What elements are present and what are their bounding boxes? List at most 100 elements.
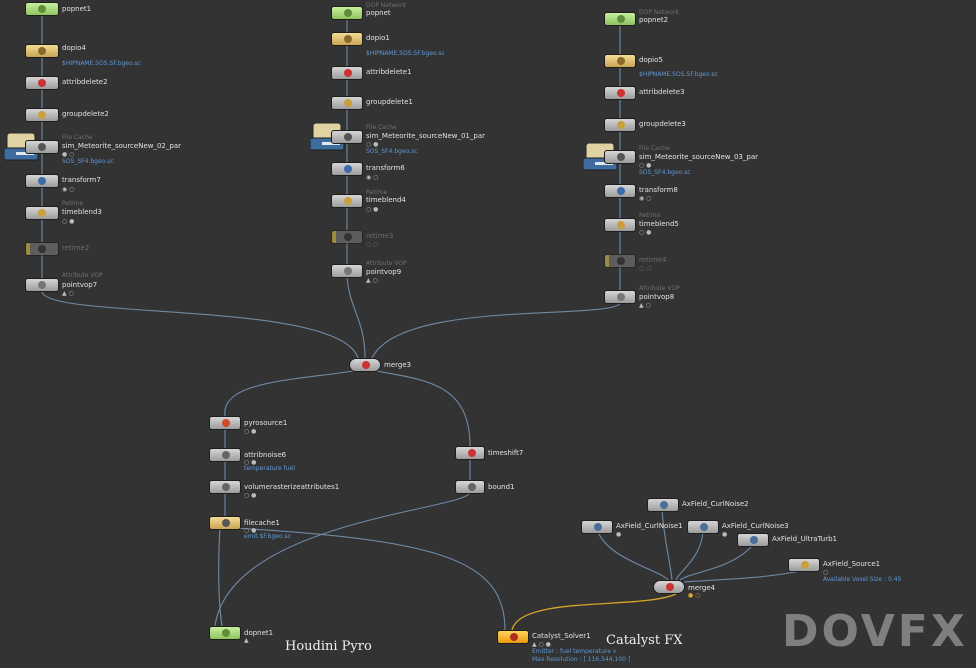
node-merge4[interactable] (653, 580, 685, 594)
node-retime3[interactable] (331, 230, 363, 244)
node-transform7[interactable] (25, 174, 59, 188)
node-label: attribdelete1 (366, 68, 412, 76)
node-dopio4[interactable] (25, 44, 59, 58)
node-label: popnet2 (639, 16, 669, 24)
node-retime2[interactable] (25, 242, 59, 256)
node-volumerasterizeattributes1[interactable] (209, 480, 241, 494)
node-label: retime2 (62, 244, 90, 252)
node-axfield-curlnoise3[interactable] (687, 520, 719, 534)
node-timeblend5[interactable] (604, 218, 636, 232)
node-type-label: Retime (639, 212, 661, 219)
node-filecache-mid[interactable] (331, 130, 363, 144)
node-timeblend4[interactable] (331, 194, 363, 208)
node-label: attribnoise6 (244, 451, 287, 459)
node-groupdelete3[interactable] (604, 118, 636, 132)
wire (371, 369, 471, 447)
node-label: transform7 (62, 176, 101, 184)
node-label: attribdelete3 (639, 88, 685, 96)
node-type-label: DOP Network (366, 2, 406, 9)
node-label: groupdelete1 (366, 98, 413, 106)
wire (234, 527, 506, 631)
node-bound1[interactable] (455, 480, 485, 494)
wire (224, 369, 361, 417)
node-groupdelete1[interactable] (331, 96, 363, 110)
node-label: attribdelete2 (62, 78, 108, 86)
node-sub-label: emit.$F.bgeo.sc (244, 533, 291, 540)
node-dopio1[interactable] (331, 32, 363, 46)
node-axfield-curlnoise1[interactable] (581, 520, 613, 534)
node-type-label: DOP Network (639, 9, 679, 16)
node-pointvop7[interactable] (25, 278, 59, 292)
node-label: timeblend3 (62, 208, 102, 216)
node-attribdelete3[interactable] (604, 86, 636, 100)
node-groupdelete2[interactable] (25, 108, 59, 122)
node-popnet2[interactable] (604, 12, 636, 26)
node-flags: ○ ● (366, 206, 379, 213)
node-sub-label: SOS_SF4.bgeo.sc (62, 158, 114, 165)
node-dopio5[interactable] (604, 54, 636, 68)
wire (346, 277, 366, 359)
node-label: AxField_UltraTurb1 (772, 535, 837, 543)
node-label: AxField_Source1 (823, 560, 881, 568)
node-label: pointvop8 (639, 293, 675, 301)
node-pointvop9[interactable] (331, 264, 363, 278)
node-timeshift7[interactable] (455, 446, 485, 460)
node-type-label: Attribute VOP (639, 285, 680, 292)
node-sub-label: SOS_SF4.bgeo.sc (366, 148, 418, 155)
node-transform8[interactable] (604, 184, 636, 198)
node-label: merge4 (688, 584, 716, 592)
node-label: AxField_CurlNoise1 (616, 522, 683, 530)
node-label: volumerasterizeattributes1 (244, 483, 340, 491)
node-transform6[interactable] (331, 162, 363, 176)
node-label: groupdelete2 (62, 110, 109, 118)
node-flags: ● (722, 531, 728, 538)
node-flags: ● ○ (688, 592, 701, 599)
node-catalyst-solver1[interactable] (497, 630, 529, 644)
node-type-label: Attribute VOP (366, 260, 407, 267)
node-filecache-left[interactable] (25, 140, 59, 154)
node-pyrosource1[interactable] (209, 416, 241, 430)
node-flags: ○ ● (62, 218, 75, 225)
node-dopnet1[interactable] (209, 626, 241, 640)
wire (661, 509, 673, 581)
node-popnet[interactable] (331, 6, 363, 20)
node-merge3[interactable] (349, 358, 381, 372)
node-label: dopnet1 (244, 629, 274, 637)
node-sub-label: Max Resolution : [ 116,544,100 ] (532, 656, 631, 663)
wire (218, 527, 223, 627)
node-timeblend3[interactable] (25, 206, 59, 220)
node-attribdelete1[interactable] (331, 66, 363, 80)
node-filecache1[interactable] (209, 516, 241, 530)
node-attribnoise6[interactable] (209, 448, 241, 462)
node-sub-label: $HIPNAME.SOS.SF.bgeo.sc (366, 50, 445, 57)
wire (683, 569, 806, 583)
node-flags: ○ ● (244, 459, 257, 466)
node-label: merge3 (384, 361, 412, 369)
node-label: dopio1 (366, 34, 390, 42)
node-flags: ○ ● (639, 162, 652, 169)
wire (675, 531, 704, 581)
node-flags: ▲ ○ (62, 290, 74, 297)
node-axfield-ultraturb1[interactable] (737, 533, 769, 547)
wire (41, 291, 359, 359)
node-label: transform6 (366, 164, 405, 172)
node-filecache-right[interactable] (604, 150, 636, 164)
wire (371, 303, 621, 359)
node-axfield-curlnoise2[interactable] (647, 498, 679, 512)
wire (214, 491, 471, 627)
node-label: transform8 (639, 186, 678, 194)
node-pointvop8[interactable] (604, 290, 636, 304)
node-attribdelete2[interactable] (25, 76, 59, 90)
node-flags: ◉ ○ (62, 186, 75, 193)
node-flags: ○ ● (244, 428, 257, 435)
node-label: pointvop9 (366, 268, 402, 276)
node-flags: ○ ○ (639, 265, 652, 272)
node-retime4[interactable] (604, 254, 636, 268)
node-axfield-source1[interactable] (788, 558, 820, 572)
node-label: sim_Meteorite_sourceNew_03_par (639, 153, 758, 161)
node-type-label: Retime (366, 189, 388, 196)
node-popnet1[interactable] (25, 2, 59, 16)
wire-highlight (511, 593, 677, 631)
